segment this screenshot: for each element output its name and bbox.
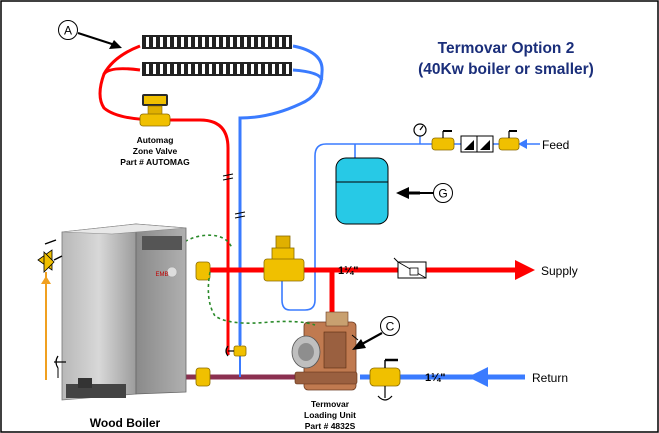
- loading-unit-label-2: Loading Unit: [304, 410, 356, 420]
- loading-unit-label-1: Termovar: [311, 399, 350, 409]
- feed-ball-valve-2: [498, 130, 520, 151]
- zone-valve-label-2: Zone Valve: [133, 146, 178, 156]
- callout-a-label: A: [64, 24, 72, 38]
- supply-union: [195, 261, 211, 281]
- zone-valve-label-3: Part # AUTOMAG: [120, 157, 190, 167]
- supply-automatic-valve: [263, 235, 305, 282]
- radiator-loop: [98, 44, 324, 355]
- callout-g: G: [396, 183, 453, 203]
- pressure-gauge: [413, 123, 427, 144]
- expansion-tank: [335, 157, 389, 225]
- callout-a: A: [58, 20, 122, 49]
- feed-ball-valve-1: [431, 130, 455, 151]
- return-ball-valve: [369, 358, 401, 401]
- boiler-brand-badge: EMB: [155, 272, 168, 278]
- zone-valve-automag: [139, 94, 171, 127]
- radiator: [142, 35, 292, 76]
- supply-size-label: 1¼": [338, 265, 359, 277]
- return-size-label: 1¼": [425, 372, 446, 384]
- feed-label: Feed: [542, 138, 569, 152]
- wood-boiler: EMB: [61, 223, 187, 401]
- callout-c-label: C: [386, 320, 395, 334]
- return-label: Return: [532, 371, 568, 385]
- tank-connection-pipe: [281, 210, 316, 311]
- drain-valve: [225, 345, 247, 357]
- title-line-1: Termovar Option 2: [438, 40, 575, 57]
- supply-control-box: [393, 257, 427, 279]
- feed-line: [314, 139, 540, 210]
- callout-g-label: G: [438, 187, 447, 201]
- supply-line: [205, 260, 535, 325]
- termovar-loading-unit: [291, 311, 359, 391]
- return-union: [195, 367, 211, 387]
- backflow-preventer: [460, 135, 494, 153]
- sensor-wire-lower: [207, 271, 316, 326]
- boiler-safety-valve: [37, 239, 63, 380]
- supply-label: Supply: [541, 264, 578, 278]
- title-line-2: (40Kw boiler or smaller): [418, 61, 594, 78]
- boiler-label: Wood Boiler: [90, 416, 161, 430]
- loading-unit-label-3: Part # 4832S: [305, 421, 356, 431]
- boiler-drain-valve: [54, 355, 66, 378]
- callout-c: C: [352, 316, 400, 350]
- zone-valve-label-1: Automag: [137, 135, 174, 145]
